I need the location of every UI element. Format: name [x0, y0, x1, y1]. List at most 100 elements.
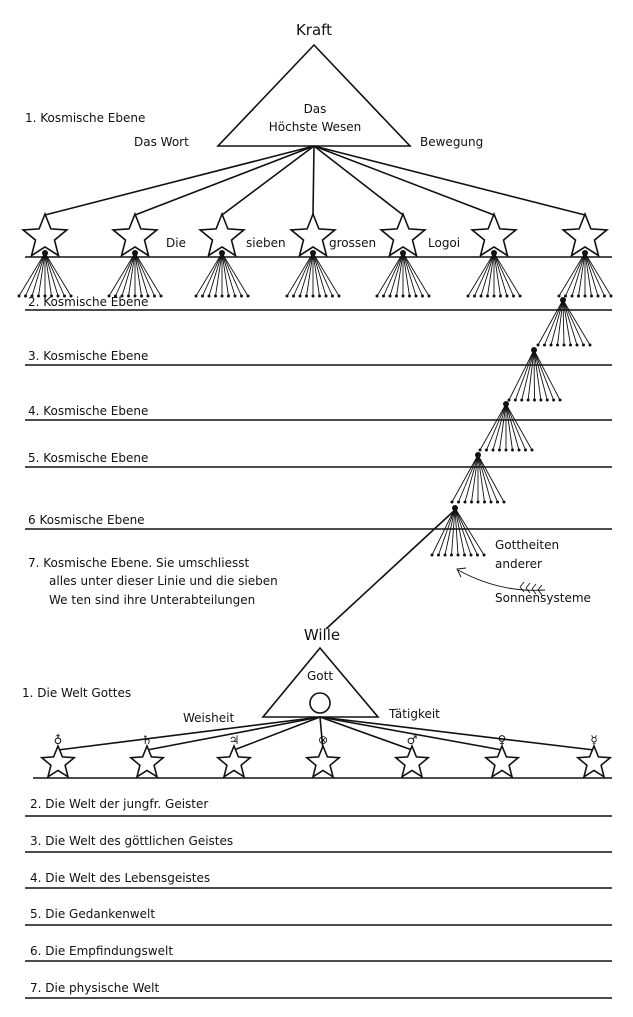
cosmic-plane-6-label: 6 Kosmische Ebene [28, 513, 145, 527]
planet-rays [57, 716, 595, 751]
fan-tip [549, 343, 553, 347]
fan-ray [438, 507, 456, 556]
fan-ray [454, 507, 478, 556]
fan-ray [454, 507, 465, 556]
logos-fan [466, 250, 522, 298]
logos-fan [557, 250, 613, 298]
fan-ray [558, 252, 586, 297]
fan-ray [477, 454, 492, 503]
fan-ray [454, 507, 485, 556]
fan-ray [499, 403, 507, 451]
arrow-head [456, 567, 467, 578]
planet-symbol-6: ♀ [498, 733, 507, 747]
gottheiten-line3: Sonnensysteme [495, 591, 591, 605]
weisheit-label: Weisheit [183, 711, 234, 725]
fan-ray [451, 454, 479, 503]
fan-tip [575, 343, 579, 347]
planet-symbol-1: ♁ [54, 733, 63, 747]
planet-ray [57, 716, 321, 751]
planet-symbol-2: ♄ [142, 733, 153, 747]
fan-ray [505, 403, 526, 451]
logos-fan [194, 250, 250, 298]
logoi-fans [17, 250, 613, 298]
fan-tip [37, 294, 40, 298]
world-star-icon [393, 743, 431, 779]
logoi-word-logoi: Logoi [428, 236, 460, 250]
logoi-word-grossen: grossen [329, 236, 376, 250]
logos-star-icon [379, 211, 427, 258]
fan-ray [477, 454, 498, 503]
fan-ray [383, 252, 404, 297]
fan-tip [569, 343, 572, 347]
fan-tip [533, 398, 536, 402]
fan-ray [562, 299, 578, 346]
fan-ray [514, 349, 535, 401]
fan-tip [518, 294, 522, 298]
fan-tip [69, 294, 73, 298]
world-5-label: 5. Die Gedankenwelt [30, 907, 155, 921]
logos-fan [285, 250, 341, 298]
fan-ray [221, 252, 249, 297]
fan-tip [430, 553, 434, 557]
fan-ray [571, 252, 586, 297]
fan-ray [25, 252, 46, 297]
world-6-label: 6. Die Empfindungswelt [30, 944, 173, 958]
fan-ray [221, 252, 236, 297]
fan-tip [609, 294, 613, 298]
plane7-line1: 7. Kosmische Ebene. Sie umschliesst [28, 556, 249, 570]
fan-ray [444, 507, 456, 556]
logos-ray [221, 145, 315, 216]
world-1-label: 1. Die Welt Gottes [22, 686, 131, 700]
fan-ray [299, 252, 314, 297]
fan-ray [458, 454, 479, 503]
fan-ray [493, 252, 501, 297]
cosmic-plane-7-text: 7. Kosmische Ebene. Sie umschliesst alle… [28, 556, 278, 607]
triangle-label-line2: Höchste Wesen [269, 120, 362, 134]
fan-tip [588, 343, 592, 347]
planet-symbol-7: ☿ [590, 733, 597, 747]
fan-tip [421, 294, 424, 298]
fan-tip [596, 294, 600, 298]
fan-tip [507, 398, 511, 402]
fan-ray [493, 252, 508, 297]
fan-tip [489, 500, 493, 504]
world-star-icon [128, 743, 166, 779]
fan-tip [469, 553, 473, 557]
fan-ray [578, 252, 586, 297]
gott-label: Gott [307, 669, 333, 683]
world-2-label: 2. Die Welt der jungfr. Geister [30, 797, 208, 811]
logos-star-icon [111, 211, 159, 258]
fan-ray [562, 299, 565, 346]
fan-tip [590, 294, 593, 298]
fan-ray [286, 252, 314, 297]
fan-ray [208, 252, 223, 297]
logos-ray [313, 145, 586, 216]
cosmic-plane-5-label: 5. Kosmische Ebene [28, 451, 148, 465]
fan-ray [202, 252, 223, 297]
logos-star-icon [198, 211, 246, 258]
fan-tip [476, 553, 479, 557]
fan-tip [233, 294, 237, 298]
fan-tip [311, 294, 315, 298]
fan-ray [221, 252, 229, 297]
planet-ray [233, 716, 321, 751]
fan-ray [505, 403, 513, 451]
world-star-icon [39, 743, 77, 779]
fan-ray [557, 299, 564, 346]
fan-tip [520, 398, 524, 402]
world-7-label: 7. Die physische Welt [30, 981, 159, 995]
fan-ray [389, 252, 404, 297]
fan-ray [584, 252, 605, 297]
fan-tip [63, 294, 66, 298]
descending-fan [507, 347, 562, 402]
logos-ray [313, 145, 404, 216]
fan-tip [485, 448, 488, 452]
fan-ray [537, 299, 564, 346]
fan-tip [556, 343, 559, 347]
fan-tip [140, 294, 143, 298]
fan-ray [565, 252, 586, 297]
fan-tip [214, 294, 217, 298]
cosmic-plane-2-label: 2. Kosmische Ebene [28, 295, 148, 309]
planet-ray [319, 716, 413, 751]
fan-ray [306, 252, 314, 297]
